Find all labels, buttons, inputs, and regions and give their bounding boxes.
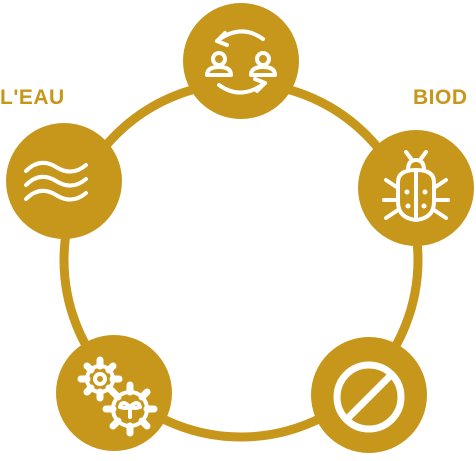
node-industry: [56, 335, 172, 451]
people-exchange-icon: [205, 29, 277, 95]
node-biodiversity: [358, 130, 474, 246]
label-water: L'EAU: [0, 86, 65, 109]
node-water: [6, 123, 122, 239]
label-biodiversity: BIOD: [413, 86, 468, 109]
gears-leaf-icon: [77, 356, 158, 437]
water-waves-icon: [24, 160, 88, 202]
prohibited-icon: [333, 361, 405, 433]
node-exchange: [183, 3, 299, 119]
bug-icon: [382, 150, 450, 222]
node-prohibited: [311, 337, 427, 453]
